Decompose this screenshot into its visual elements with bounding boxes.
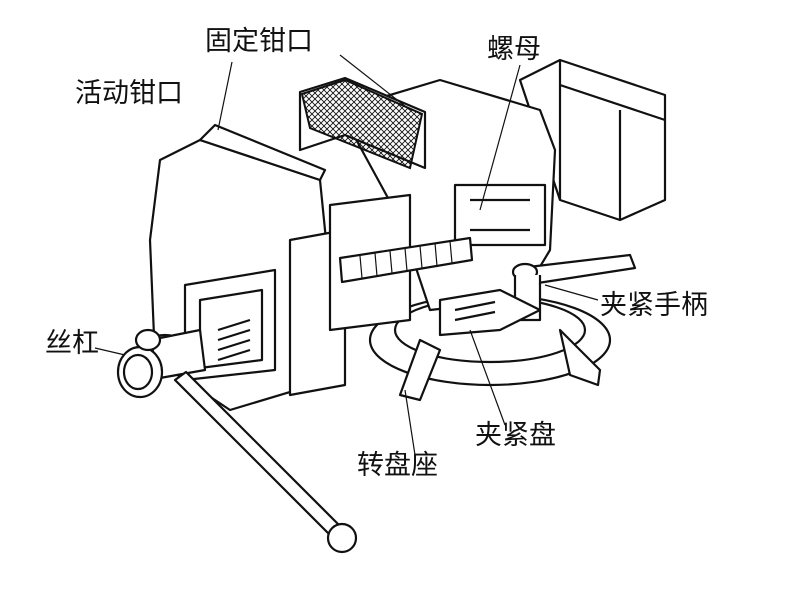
lead-screw [116,236,474,554]
label-fixed-jaw: 固定钳口 [205,26,313,57]
label-clamp-handle: 夹紧手柄 [600,290,708,321]
label-nut: 螺母 [487,34,541,65]
label-swivel-base: 转盘座 [357,450,438,481]
label-lead-screw: 丝杠 [45,328,99,359]
label-clamp-plate: 夹紧盘 [475,420,556,451]
leader-lines [94,54,599,456]
label-movable-jaw: 活动钳口 [75,78,183,109]
fixed-body [298,58,667,312]
clamp-plate [438,288,542,337]
